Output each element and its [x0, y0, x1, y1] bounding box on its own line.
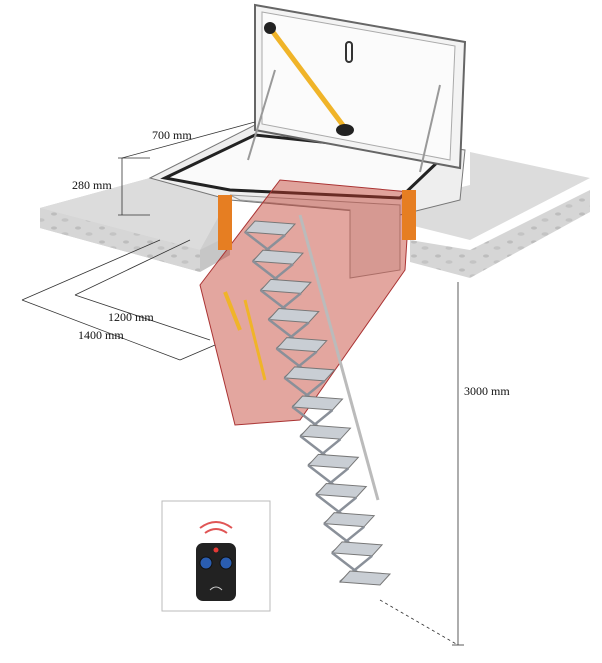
ladder-step — [331, 541, 384, 557]
gas-strut — [268, 26, 347, 130]
ladder-step — [259, 278, 312, 294]
ladder-step — [283, 366, 336, 382]
ladder-step — [323, 512, 376, 528]
wireless-signal-icon — [199, 521, 233, 534]
orange-seal-right — [402, 190, 416, 240]
dimension-width-label: 700 mm — [152, 128, 192, 142]
dimension-opening-short-label: 1200 mm — [108, 310, 154, 324]
ladder-step — [315, 482, 368, 499]
orange-seal-left — [218, 195, 232, 250]
ladder-step — [307, 453, 360, 469]
scissor-ladder — [243, 220, 392, 586]
handrail — [298, 214, 380, 501]
dimension-lines — [21, 121, 464, 646]
remote-control-icon — [196, 543, 236, 601]
dimension-floor-height-label: 3000 mm — [464, 384, 510, 398]
hatch-lid — [247, 3, 467, 173]
dimension-height-label: 280 mm — [72, 178, 112, 192]
remote-control-inset — [161, 500, 271, 612]
red-safety-panel — [199, 179, 411, 426]
ladder-step — [291, 395, 344, 411]
dimension-opening-long-label: 1400 mm — [78, 328, 124, 342]
ladder-step — [243, 220, 297, 236]
concrete-slab — [40, 152, 590, 278]
ladder-step — [275, 337, 328, 353]
lid-handle — [345, 41, 353, 63]
ladder-step — [299, 424, 352, 440]
ladder-step — [338, 570, 392, 586]
ladder-step — [251, 249, 304, 265]
ladder-step — [267, 307, 320, 324]
